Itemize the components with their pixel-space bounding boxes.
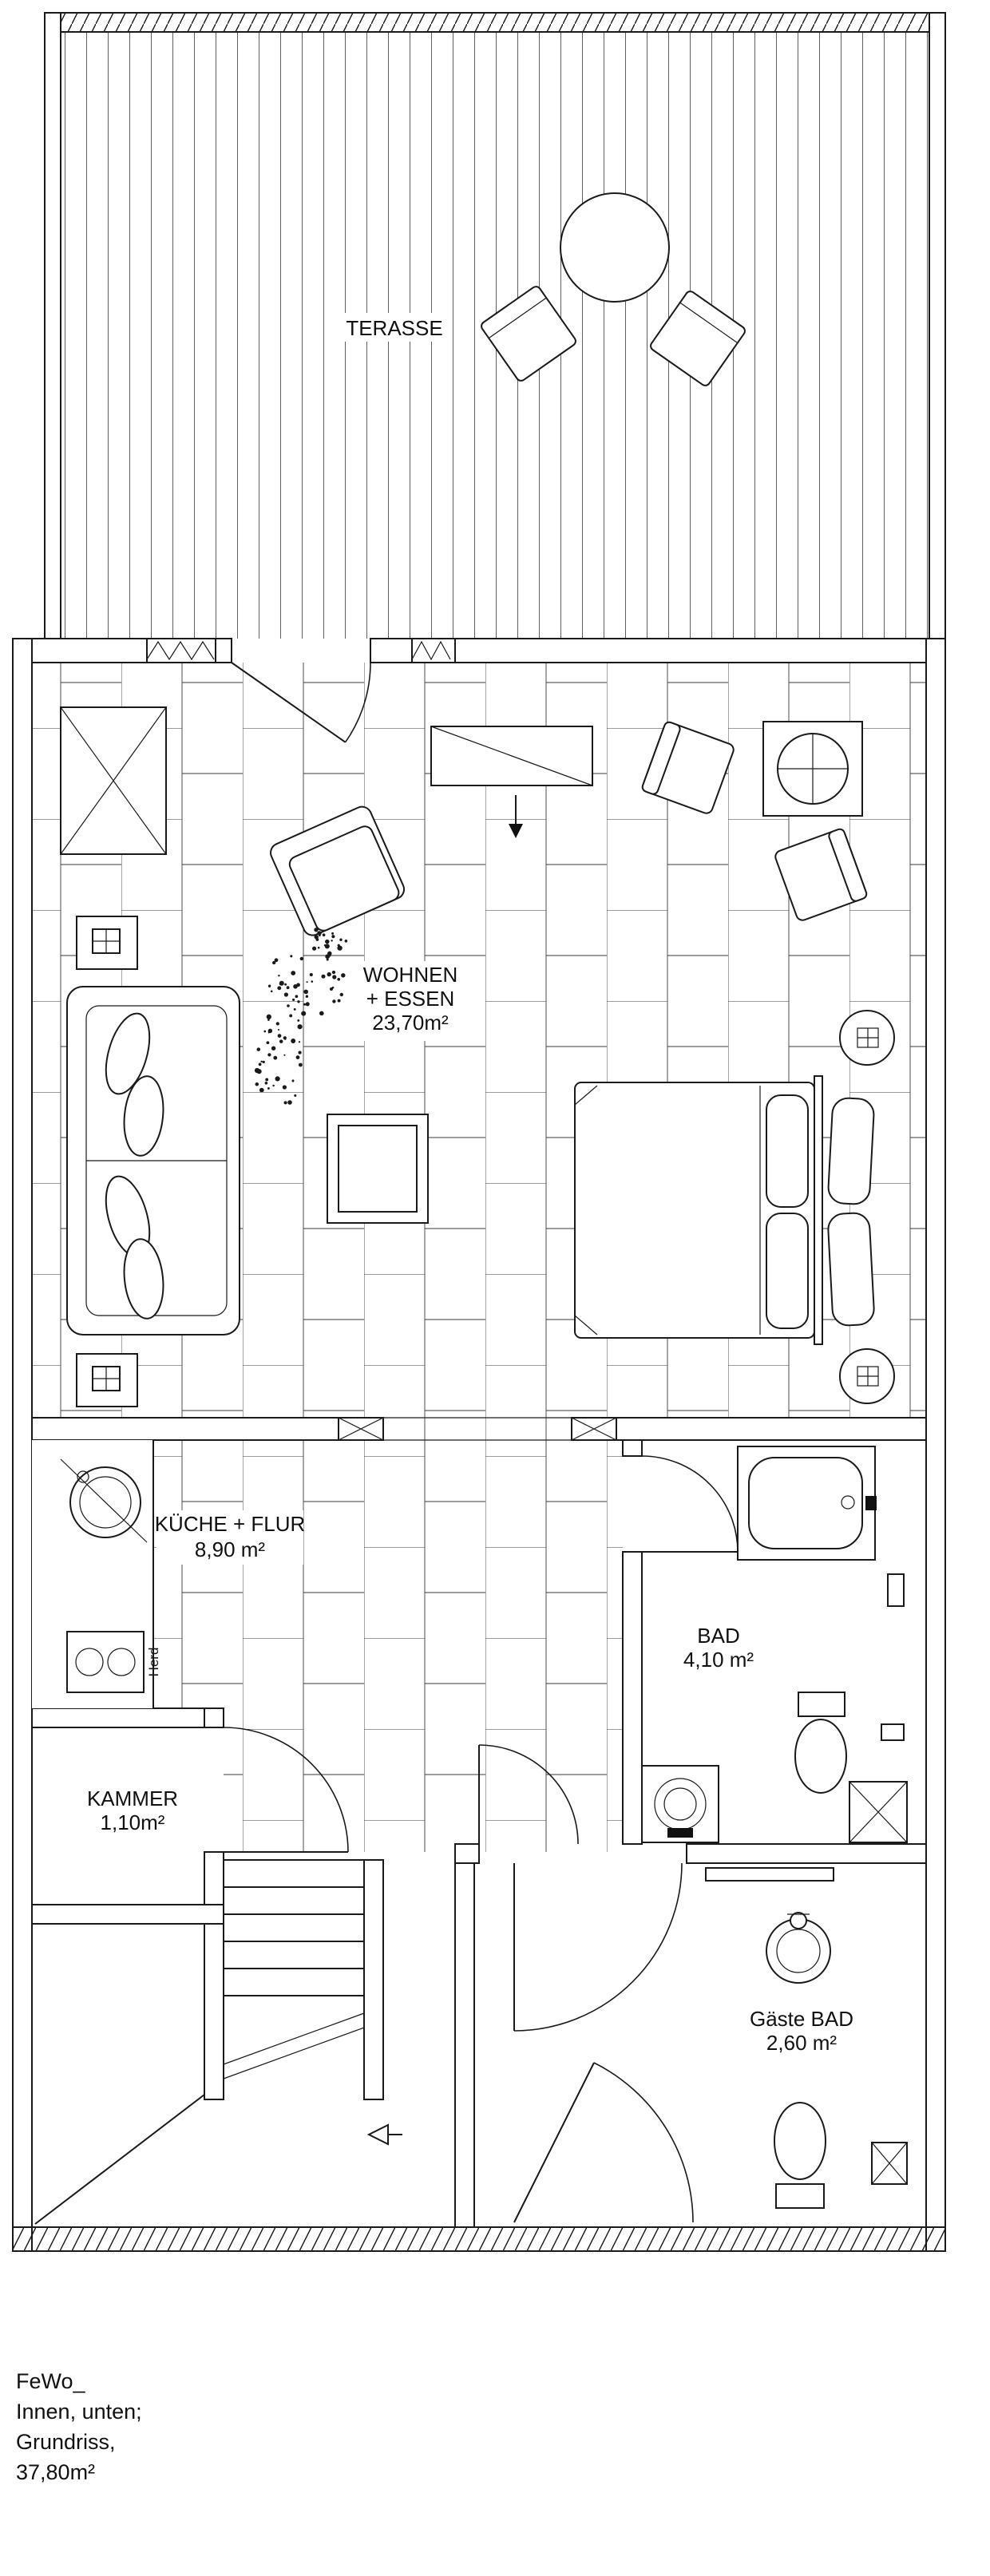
kitchen-label: KÜCHE + FLUR	[155, 1512, 306, 1536]
sideboard	[430, 726, 593, 786]
dining-chair-2	[774, 828, 868, 921]
entrance-arrow	[509, 795, 523, 838]
bathroom: BAD 4,10 m²	[641, 1446, 908, 1843]
terrace-top-wall	[60, 12, 930, 33]
window-1-glazing	[146, 640, 215, 661]
terrace: TERASSE	[44, 12, 946, 639]
toilet-guest-bath	[774, 2102, 826, 2209]
living-room: WOHNEN + ESSEN 23,70m²	[60, 706, 895, 1407]
doors	[223, 662, 739, 2223]
stair-direction-arrow	[366, 2123, 402, 2146]
guest-bath-lower-door	[513, 2062, 694, 2223]
stove-label: Herd	[146, 1648, 161, 1677]
bath-label: BAD	[697, 1624, 739, 1648]
terrace-table	[560, 192, 670, 303]
round-table	[762, 721, 863, 817]
guest-bathroom: Gäste BAD 2,60 m²	[705, 1867, 908, 2209]
guest-bath-area-label: 2,60 m²	[766, 2031, 837, 2055]
guest-bath-sink	[766, 1912, 831, 1984]
crossed-cabinet	[60, 706, 167, 855]
walls	[12, 638, 946, 2252]
corridor-door	[478, 1744, 579, 1845]
kitchen-label-bg	[156, 1510, 303, 1565]
terrace-left-rail	[44, 12, 61, 639]
living-area-label: 23,70m²	[372, 1011, 449, 1035]
wall-guestbath-top-left	[454, 1843, 480, 1864]
bath-wall-fixture-1	[887, 1573, 905, 1607]
chamber: KAMMER 1,10m²	[87, 1787, 178, 1834]
wall-bath-left	[622, 1551, 643, 1845]
chamber-door	[223, 1727, 349, 1853]
passage-edges	[383, 1417, 572, 1441]
stair-break-line	[223, 2012, 365, 2079]
window-2-glazing	[411, 640, 451, 661]
wall-top-1	[12, 638, 148, 663]
footer-line-2: Innen, unten;	[16, 2400, 142, 2424]
plant-scatter	[254, 928, 348, 1105]
washing-machine	[641, 1765, 719, 1843]
radiator-lower	[76, 1353, 138, 1407]
living-label-2: + ESSEN	[366, 987, 455, 1011]
kitchen-sink	[60, 1458, 148, 1543]
wall-bath-top	[622, 1439, 643, 1457]
guest-bath-drain-box	[871, 2142, 908, 2185]
wall-stair-right	[363, 1859, 384, 2100]
window-2	[411, 638, 456, 663]
kitchen-hall: Herd KÜCHE + FLUR 8,90 m²	[32, 1440, 305, 1708]
guest-bath-radiator	[705, 1867, 834, 1882]
kitchen-area-label: 8,90 m²	[195, 1537, 265, 1561]
living-label-bg	[348, 961, 473, 1041]
stair-steps	[224, 1886, 364, 1996]
wall-guestbath-left	[454, 1862, 475, 2228]
chamber-label: KAMMER	[87, 1787, 178, 1810]
terrace-chair-left	[481, 286, 576, 382]
bath-area-label: 4,10 m²	[683, 1648, 754, 1672]
armchair	[270, 805, 406, 936]
wall-chamber-bottom	[31, 1904, 224, 1925]
footer-line-1: FeWo_	[16, 2369, 86, 2393]
guest-bath-door	[513, 1862, 683, 2032]
living-label: WOHNEN	[363, 963, 457, 987]
wall-top-2	[454, 638, 946, 663]
wall-opening-marker-2	[571, 1417, 617, 1441]
wall-top-pier-2	[370, 638, 413, 663]
terrace-right-rail	[929, 12, 946, 639]
bath-wall-fixture-2	[881, 1723, 905, 1741]
wall-radiator-circle-upper	[839, 1010, 895, 1066]
terrace-label-bg	[342, 313, 450, 342]
staircase	[34, 1859, 402, 2225]
wall-chamber-corner	[204, 1707, 224, 1728]
wall-radiator-circle-lower	[839, 1348, 895, 1404]
terrace-label: TERASSE	[346, 316, 442, 340]
bed	[574, 1075, 875, 1345]
wall-bottom	[12, 2226, 946, 2252]
wall-divider-right	[616, 1417, 927, 1441]
floor-drain-box	[849, 1781, 908, 1843]
bath-door	[641, 1455, 739, 1553]
coffee-table	[327, 1114, 429, 1224]
wall-left	[12, 638, 33, 2252]
title-block: FeWo_ Innen, unten; Grundriss, 37,80m²	[16, 2369, 142, 2484]
wall-top-pier-1	[215, 638, 232, 663]
wall-right	[925, 638, 946, 2252]
stove: Herd	[66, 1631, 161, 1693]
wall-guestbath-top-right	[686, 1843, 927, 1864]
dining-chair-1	[641, 721, 735, 814]
toilet-bath	[794, 1692, 847, 1794]
bathtub	[737, 1446, 877, 1561]
wall-chamber-top	[31, 1707, 208, 1728]
chamber-area-label: 1,10m²	[101, 1810, 165, 1834]
understair-slope	[34, 2094, 205, 2225]
terrace-door	[231, 662, 371, 743]
wall-chamber-stair	[204, 1851, 224, 2100]
radiator-upper	[76, 916, 138, 970]
wall-divider-left	[31, 1417, 339, 1441]
wall-opening-marker-1	[338, 1417, 384, 1441]
terrace-chair-right	[650, 291, 746, 386]
guest-bath-label: Gäste BAD	[750, 2007, 853, 2031]
sofa	[66, 986, 240, 1335]
footer-line-3: Grundriss,	[16, 2430, 116, 2454]
footer-line-4: 37,80m²	[16, 2460, 95, 2484]
